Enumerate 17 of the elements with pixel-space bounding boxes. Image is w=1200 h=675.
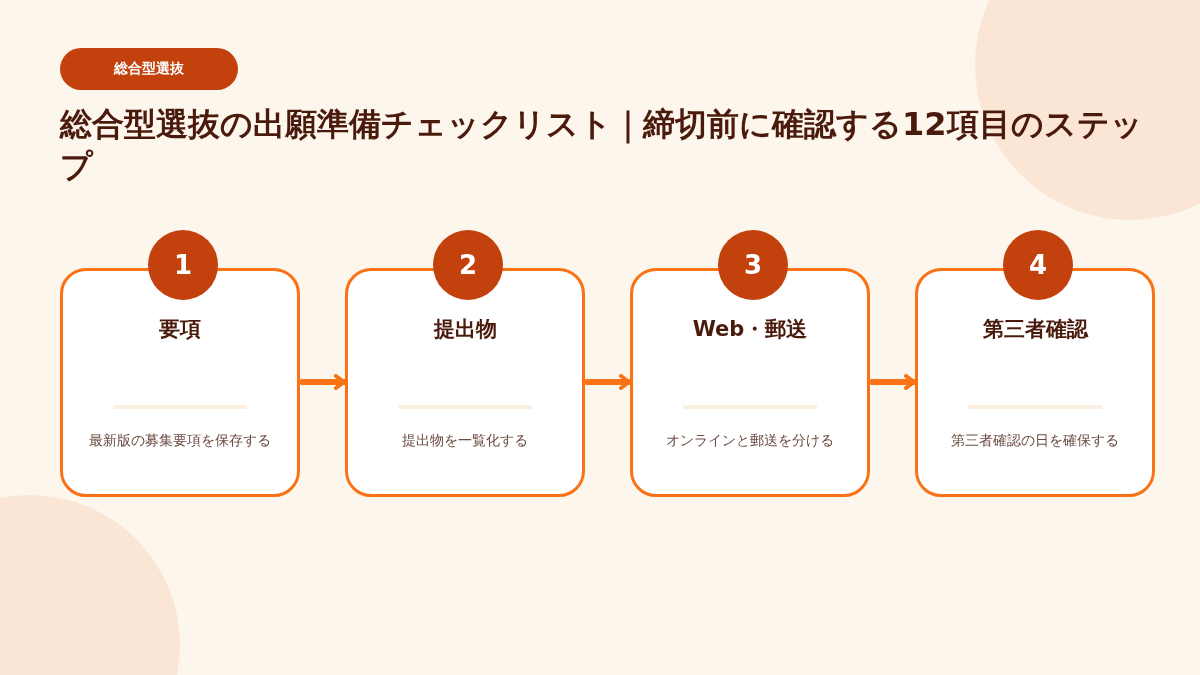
step-heading: Web・郵送 [691, 316, 809, 343]
step-description: オンラインと郵送を分ける [665, 431, 835, 450]
arrow [299, 374, 347, 390]
step-number-circle: 1 [148, 230, 218, 300]
step-heading: 要項 [158, 316, 202, 343]
step-description: 最新版の募集要項を保存する [88, 431, 272, 450]
step-heading: 第三者確認 [981, 316, 1090, 343]
step-number-circle: 3 [718, 230, 788, 300]
step-description: 提出物を一覧化する [401, 431, 529, 450]
step-number-circle: 2 [433, 230, 503, 300]
step-number-circle: 4 [1003, 230, 1073, 300]
category-badge: 総合型選抜 [60, 48, 238, 90]
step-description: 第三者確認の日を確保する [950, 431, 1120, 450]
page-title: 総合型選抜の出願準備チェックリスト｜締切前に確認する12項目のステップ [60, 104, 1144, 187]
arrow [584, 374, 632, 390]
arrow [869, 374, 917, 390]
step-heading: 提出物 [432, 316, 498, 343]
